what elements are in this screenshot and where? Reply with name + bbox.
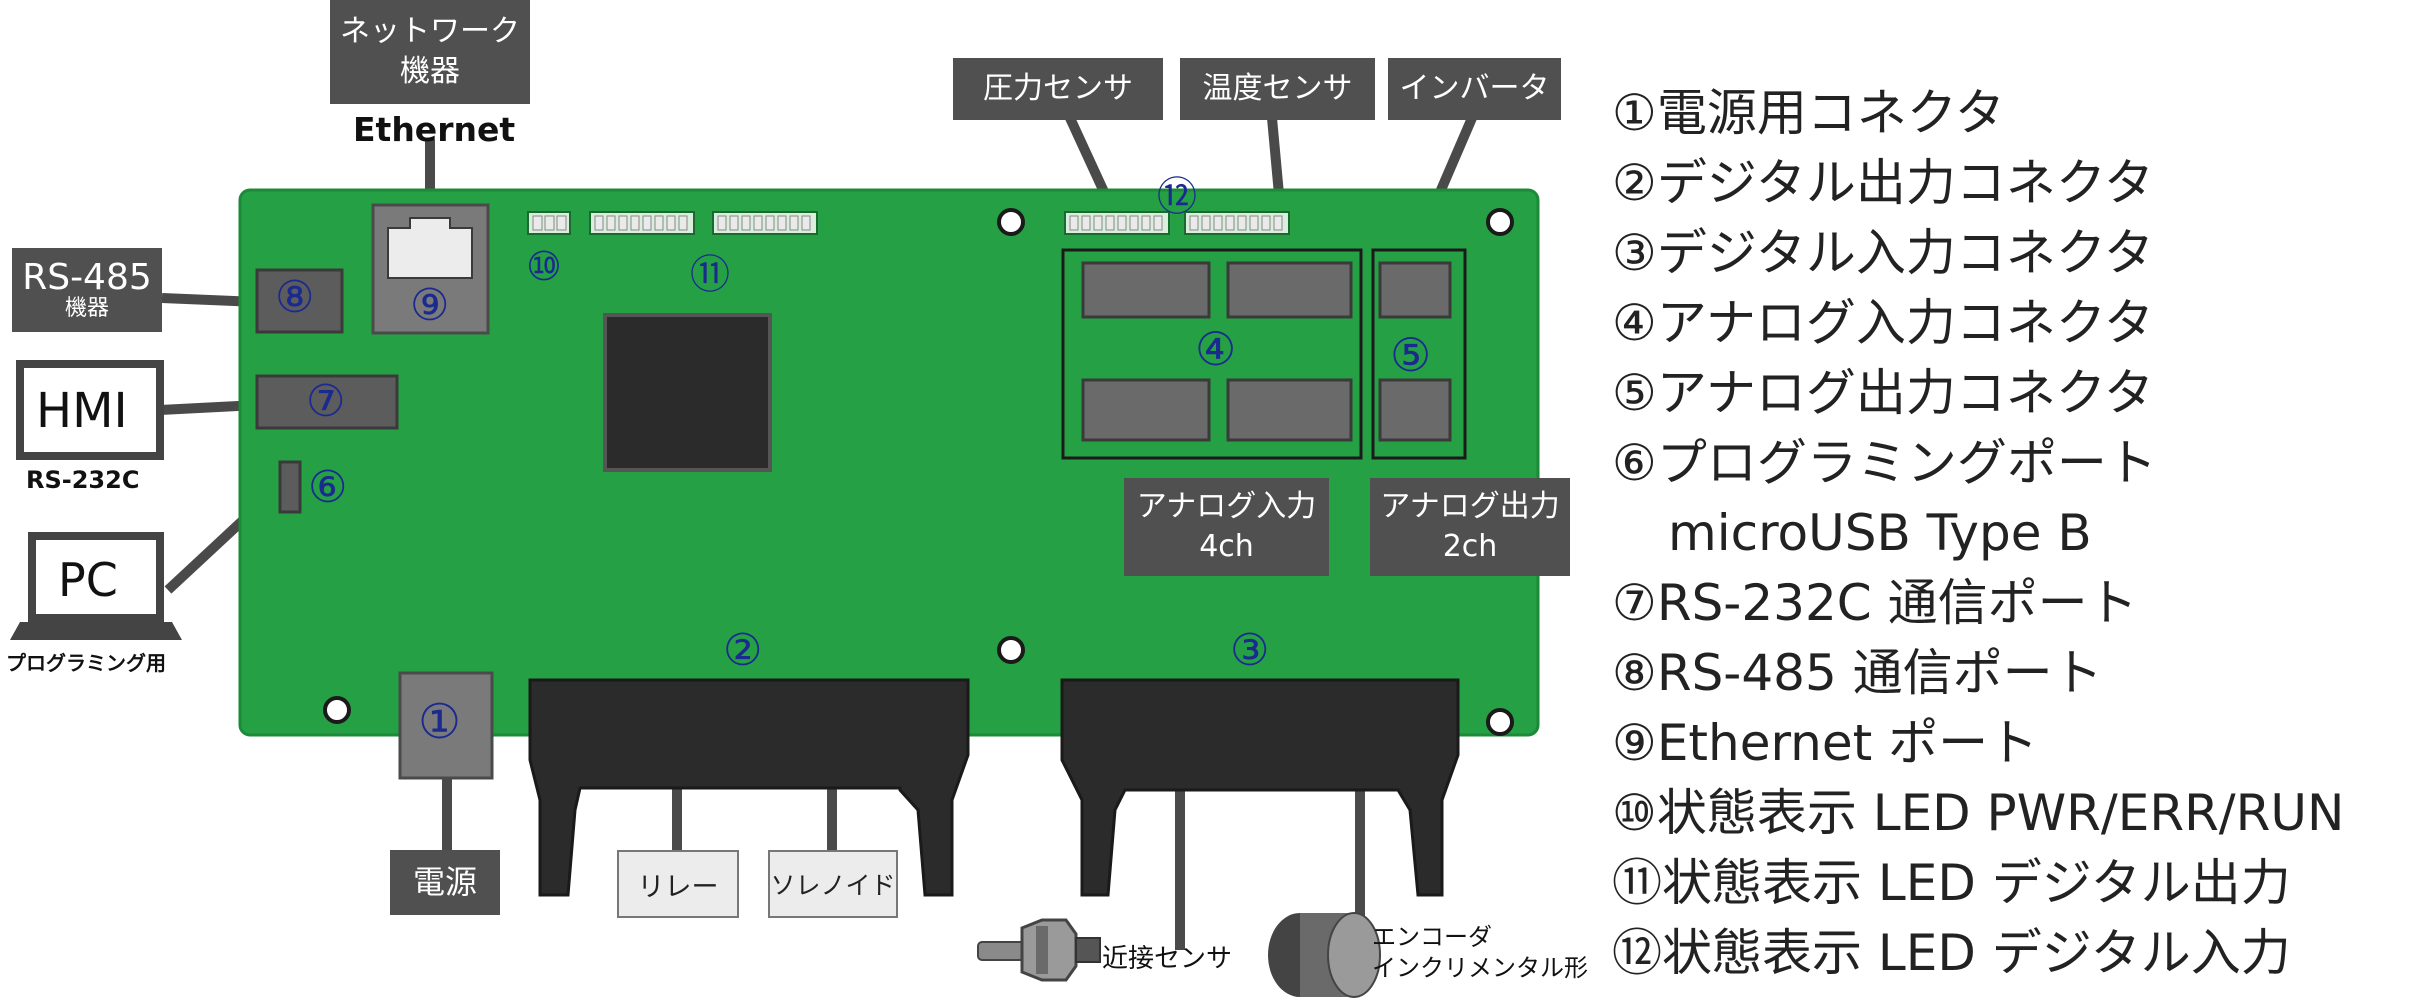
marker-2: ② bbox=[723, 625, 763, 676]
led-group-11 bbox=[589, 211, 818, 235]
marker-11: ⑪ bbox=[690, 252, 730, 298]
rs485-device-label: RS-485 機器 bbox=[12, 248, 162, 332]
digital-output-connector bbox=[528, 678, 970, 897]
marker-10: ⑩ bbox=[526, 244, 562, 290]
mount-hole bbox=[997, 208, 1025, 236]
marker-9: ⑨ bbox=[410, 280, 450, 331]
marker-1: ① bbox=[418, 694, 462, 750]
analog-output-connector bbox=[1378, 261, 1452, 319]
pc-text: PC bbox=[58, 553, 118, 607]
pc-laptop-screen bbox=[28, 532, 164, 622]
analog-input-connector bbox=[1081, 261, 1211, 319]
solenoid-label: ソレノイド bbox=[768, 850, 898, 918]
marker-8: ⑧ bbox=[275, 272, 315, 323]
encoder-icon bbox=[1268, 912, 1381, 998]
marker-5: ⑤ bbox=[1390, 328, 1432, 382]
temperature-sensor-label: 温度センサ bbox=[1180, 58, 1375, 120]
analog-input-connector bbox=[1226, 378, 1353, 442]
analog-input-label: アナログ入力 4ch bbox=[1124, 478, 1329, 576]
hmi-sub-label: RS-232C bbox=[26, 466, 140, 494]
microusb-port bbox=[278, 460, 302, 514]
legend-item: microUSB Type B bbox=[1668, 504, 2092, 562]
legend-item: ④アナログ入力コネクタ bbox=[1612, 294, 2154, 352]
rj45-jack-icon bbox=[387, 217, 473, 279]
ethernet-label: Ethernet bbox=[353, 110, 516, 149]
rs232c-port bbox=[255, 374, 399, 430]
power-connector bbox=[398, 671, 494, 780]
marker-4: ④ bbox=[1195, 322, 1237, 376]
hmi-text: HMI bbox=[36, 383, 128, 439]
legend-item: ⑦RS-232C 通信ポート bbox=[1612, 574, 2138, 632]
legend-item: ⑩状態表示 LED PWR/ERR/RUN bbox=[1612, 784, 2345, 842]
rs485-port bbox=[255, 268, 344, 334]
analog-output-label: アナログ出力 2ch bbox=[1370, 478, 1570, 576]
proximity-sensor-icon bbox=[977, 918, 1101, 982]
pc-laptop-base bbox=[10, 622, 182, 640]
legend: ①電源用コネクタ ②デジタル出力コネクタ ③デジタル入力コネクタ ④アナログ入力コネク… bbox=[1612, 78, 2432, 988]
marker-3: ③ bbox=[1230, 625, 1270, 676]
main-processor bbox=[603, 313, 772, 472]
legend-item: ⑤アナログ出力コネクタ bbox=[1612, 364, 2154, 422]
pressure-sensor-label: 圧力センサ bbox=[953, 58, 1163, 120]
digital-input-connector bbox=[1060, 678, 1460, 897]
led-group-12 bbox=[1064, 211, 1290, 235]
marker-12: ⑫ bbox=[1157, 174, 1197, 220]
proximity-sensor-label: 近接センサ bbox=[1102, 944, 1233, 974]
power-label: 電源 bbox=[390, 850, 500, 915]
legend-item: ③デジタル入力コネクタ bbox=[1612, 224, 2154, 282]
marker-7: ⑦ bbox=[306, 376, 346, 427]
legend-item: ⑥プログラミングポート bbox=[1612, 434, 2157, 492]
hmi-device bbox=[16, 360, 164, 460]
mount-hole bbox=[1486, 208, 1514, 236]
inverter-label: インバータ bbox=[1388, 58, 1561, 120]
analog-input-connector bbox=[1226, 261, 1353, 319]
legend-item: ⑨Ethernet ポート bbox=[1612, 714, 2039, 772]
legend-item: ⑪状態表示 LED デジタル出力 bbox=[1612, 854, 2291, 912]
network-device-label: ネットワーク 機器 bbox=[330, 0, 530, 104]
analog-output-frame bbox=[1371, 248, 1467, 460]
analog-output-connector bbox=[1378, 378, 1452, 442]
rs485-device-title: RS-485 bbox=[22, 257, 152, 298]
mount-hole bbox=[997, 636, 1025, 664]
marker-6: ⑥ bbox=[308, 462, 348, 513]
legend-item: ①電源用コネクタ bbox=[1612, 84, 2005, 142]
led-group-10 bbox=[527, 211, 571, 235]
relay-label: リレー bbox=[617, 850, 739, 918]
encoder-label: エンコーダ インクリメンタル形 bbox=[1372, 923, 1588, 983]
mount-hole bbox=[323, 696, 351, 724]
rs485-device-sub: 機器 bbox=[64, 295, 109, 321]
legend-item: ⑧RS-485 通信ポート bbox=[1612, 644, 2103, 702]
legend-item: ⑫状態表示 LED デジタル入力 bbox=[1612, 924, 2291, 982]
legend-item: ②デジタル出力コネクタ bbox=[1612, 154, 2154, 212]
analog-input-frame bbox=[1061, 248, 1363, 460]
analog-input-connector bbox=[1081, 378, 1211, 442]
pc-sub-label: プログラミング用 bbox=[6, 651, 166, 675]
mount-hole bbox=[1486, 708, 1514, 736]
